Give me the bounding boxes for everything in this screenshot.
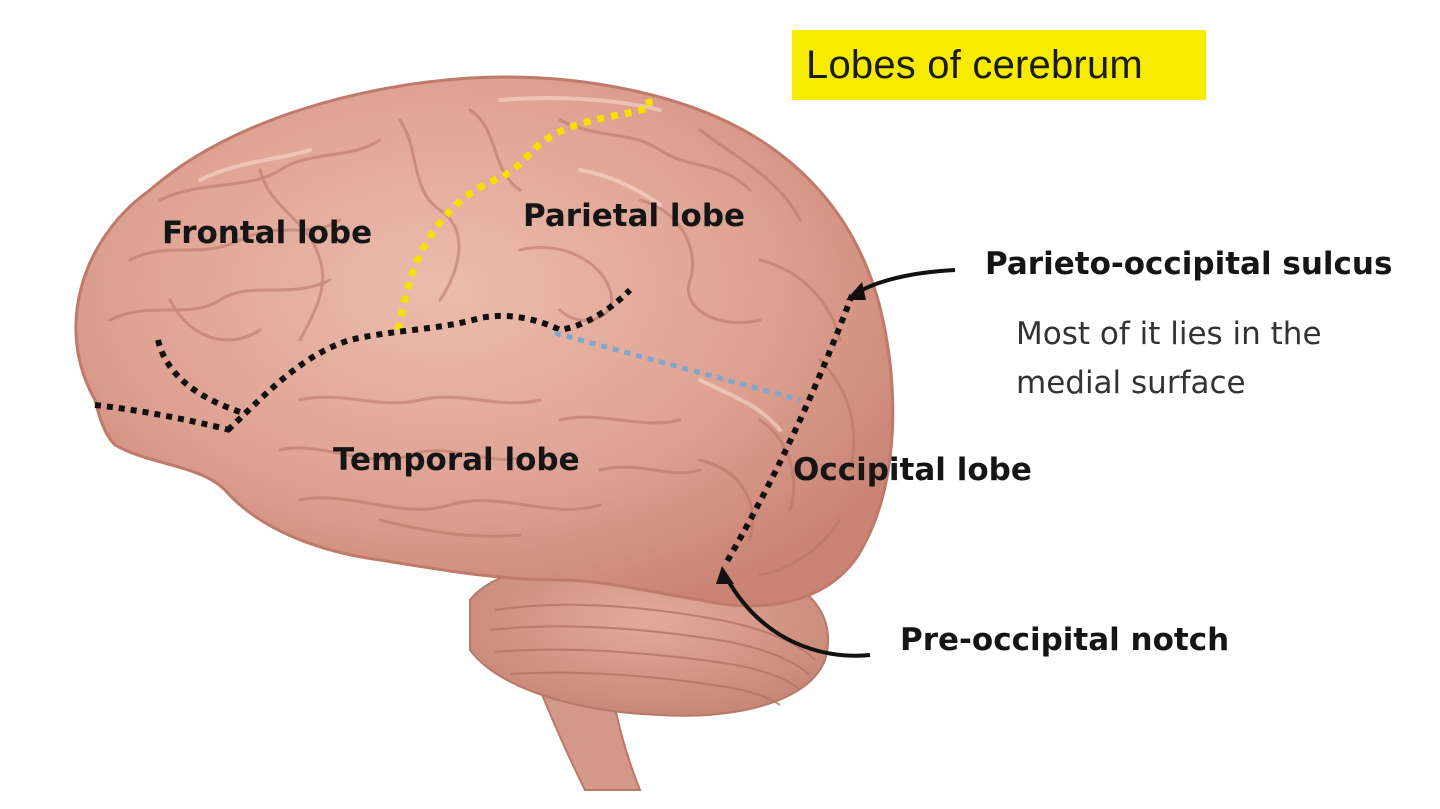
note-line-2: medial surface <box>1016 365 1246 401</box>
frontal-branch-upper <box>155 339 241 415</box>
gyri-texture <box>108 108 856 577</box>
label-temporal-lobe: Temporal lobe <box>333 442 580 478</box>
note: Most of it lies in the medial surface <box>1016 310 1416 408</box>
label-pre-occipital-notch: Pre-occipital notch <box>900 622 1230 658</box>
frontal-branch-lower <box>94 402 231 433</box>
diagram-title: Lobes of cerebrum <box>806 42 1143 87</box>
central-sulcus <box>394 94 654 331</box>
label-frontal-lobe: Frontal lobe <box>162 215 373 251</box>
parieto-occipital-line <box>722 293 855 567</box>
label-parieto-occipital-sulcus: Parieto-occipital sulcus <box>985 246 1393 282</box>
pre-occipital-pointer <box>723 574 871 658</box>
parieto-occipital-arrowhead <box>846 282 866 300</box>
lateral-sulcus <box>225 287 633 433</box>
note-line-1: Most of it lies in the <box>1016 316 1322 352</box>
label-parietal-lobe: Parietal lobe <box>523 198 746 234</box>
title-box: Lobes of cerebrum <box>792 30 1206 100</box>
cerebellum-folia <box>489 603 816 706</box>
pre-occipital-arrowhead <box>716 566 734 584</box>
label-occipital-lobe: Occipital lobe <box>793 452 1032 488</box>
cerebrum <box>74 75 895 608</box>
highlights <box>198 96 782 432</box>
